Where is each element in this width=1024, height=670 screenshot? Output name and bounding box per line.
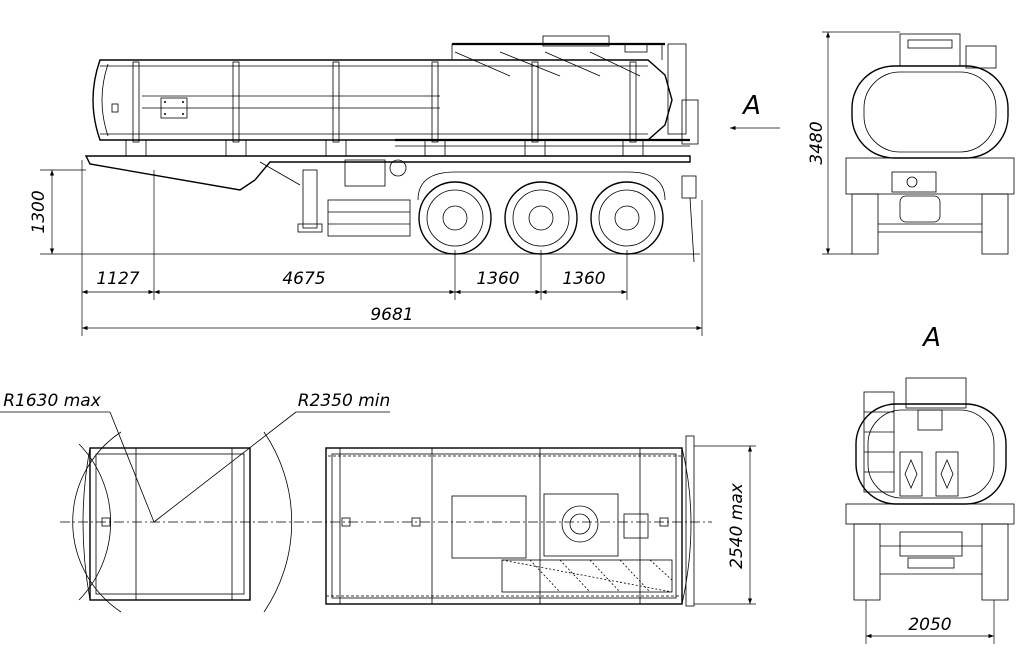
top-view [0,411,712,613]
dim-base: 4675 [282,269,325,289]
dim-total-height: 3480 [807,121,827,164]
dim-total-length: 9681 [370,305,413,325]
view-arrow-label: A [741,91,761,121]
dim-track-width: 2050 [908,615,951,635]
top-walkway [451,35,699,145]
side-dimensions [40,160,703,336]
front-dimensions [822,31,900,255]
side-wheels [417,171,666,255]
dim-max-width: 2540 max [727,482,747,569]
radius-turn-label: R2350 min [298,391,391,411]
dim-axle-spacing-1: 1360 [476,269,519,289]
top-dimensions [694,445,756,605]
tank-bands [125,61,644,157]
front-view [845,33,1015,255]
dim-front-overhang: 1127 [96,269,139,289]
dim-axle-spacing-2: 1360 [562,269,605,289]
rear-view [845,377,1015,644]
dim-height-1300: 1300 [29,190,49,233]
rear-view-label: A [921,323,941,353]
radius-front-label: R1630 max [3,391,101,411]
side-view [84,35,699,263]
